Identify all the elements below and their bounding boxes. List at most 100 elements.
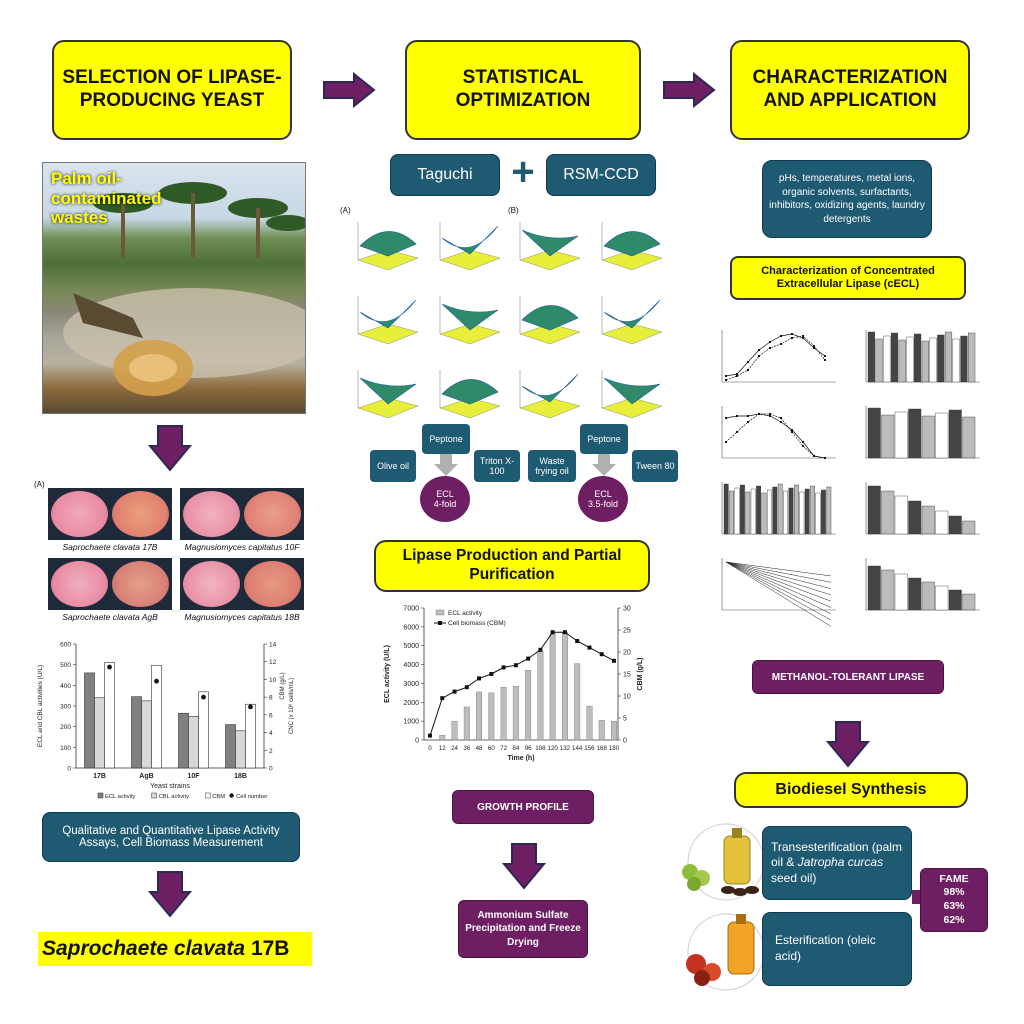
palm-trees-icon [63, 182, 305, 396]
bar [611, 720, 617, 741]
fame-value: 62% [943, 913, 965, 926]
y-axis-label: ECL activity (U/L) [384, 645, 391, 703]
mini-point [824, 355, 826, 357]
panel-a-label: (A) [34, 480, 45, 489]
transesterification-text: Transesterification (palm oil & Jatropha… [771, 839, 902, 885]
mini-bar [761, 492, 767, 535]
palm-oil-icon [686, 913, 765, 991]
characterization-chart [865, 482, 980, 535]
mini-point [802, 337, 804, 339]
ecl-label: ECL [594, 489, 612, 499]
bar [245, 703, 256, 769]
point [562, 630, 567, 635]
surface-plot [357, 296, 419, 345]
y-tick-label: 600 [60, 642, 71, 649]
x-tick-label: 108 [535, 745, 546, 752]
conditions-box: pHs, temperatures, metal ions, organic s… [762, 160, 932, 238]
mini-bar [881, 490, 895, 535]
characterization-chart [721, 482, 836, 535]
mini-bar [921, 415, 935, 459]
surface-mesh [441, 225, 499, 255]
y2-axis-label: CBM (g/L) [637, 657, 644, 690]
mini-line [725, 561, 832, 627]
bar [549, 633, 556, 741]
mini-bar [890, 332, 899, 383]
legend-swatch [438, 621, 442, 625]
x-tick-label: 120 [548, 745, 559, 752]
plate-10f [180, 488, 304, 540]
mini-bar [935, 585, 949, 611]
mini-point [758, 355, 760, 357]
point [501, 665, 506, 670]
arrow-down-icon [592, 454, 616, 476]
mini-bar [815, 492, 821, 535]
mini-bar [867, 331, 875, 383]
bar [141, 700, 152, 769]
surface-floor [357, 323, 419, 345]
mini-point [780, 417, 782, 419]
legend-label: CBM [212, 794, 225, 800]
surface [603, 377, 661, 405]
arrow-down-icon [148, 871, 192, 918]
y2-tick-label: 8 [269, 695, 273, 702]
surface-plot-grid [357, 222, 663, 419]
point [464, 685, 469, 690]
panel-b-label: (B) [508, 206, 519, 215]
x-tick-label: 96 [525, 745, 532, 752]
mini-bar [937, 334, 945, 383]
fame-value: 63% [943, 900, 965, 912]
surface-plot [439, 370, 501, 419]
mini-point [780, 335, 782, 337]
surface-floor [357, 249, 419, 271]
y2-tick-label: 15 [623, 672, 631, 679]
surface-plot [439, 296, 501, 345]
bar [188, 716, 199, 769]
x-tick-label: 36 [463, 745, 470, 752]
middle-title: STATISTICAL OPTIMIZATION [405, 40, 641, 140]
x-tick-label: 60 [488, 745, 495, 752]
mini-point [802, 445, 804, 447]
mini-bar [799, 491, 805, 535]
mini-line [725, 333, 826, 377]
mini-point [769, 341, 771, 343]
mini-bar [894, 573, 908, 611]
mini-bar [914, 333, 922, 383]
left-title: SELECTION OF LIPASE-PRODUCING YEAST [52, 40, 292, 140]
mini-bar [908, 500, 922, 535]
mini-bar [962, 416, 976, 459]
surface-mesh [359, 231, 417, 257]
arrow-right-icon [323, 72, 376, 108]
point [428, 733, 432, 738]
mini-bar [804, 488, 810, 535]
bar [439, 735, 446, 741]
fame-value: 98% [943, 886, 965, 899]
mini-bar [962, 520, 976, 535]
legend-swatch [151, 792, 157, 799]
surface-floor [601, 323, 663, 345]
y2-tick-label: 2 [269, 748, 273, 755]
y2-tick-label: 6 [269, 712, 273, 719]
y-tick-label: 6000 [403, 624, 419, 631]
surface-floor [357, 397, 419, 419]
x-tick-label: 12 [439, 745, 446, 752]
bar [198, 691, 209, 769]
surface-mesh [359, 299, 417, 329]
y2-axis-label: CBM (g/L) [280, 672, 286, 699]
mini-point [791, 333, 793, 335]
mini-bar [952, 338, 960, 383]
y3-axis-label: CNC (x 10⁶ cells/mL) [288, 678, 295, 734]
panel-a-label: (A) [340, 206, 351, 215]
mini-point [725, 375, 727, 377]
mini-bar [793, 484, 799, 535]
mini-bar [875, 338, 883, 383]
mini-point [725, 417, 727, 419]
triton-box: Triton X-100 [474, 450, 520, 482]
y-tick-label: 0 [67, 766, 71, 773]
mini-point [791, 429, 793, 431]
plate-caption: Magnusiomyces capitatus 10F [184, 542, 300, 552]
ecl-result-b: ECL 3.5-fold [578, 476, 628, 522]
mini-point [747, 361, 749, 363]
ecl-fold: 3.5-fold [587, 499, 619, 509]
x-tick-label: 24 [451, 745, 458, 752]
bar [463, 706, 470, 741]
